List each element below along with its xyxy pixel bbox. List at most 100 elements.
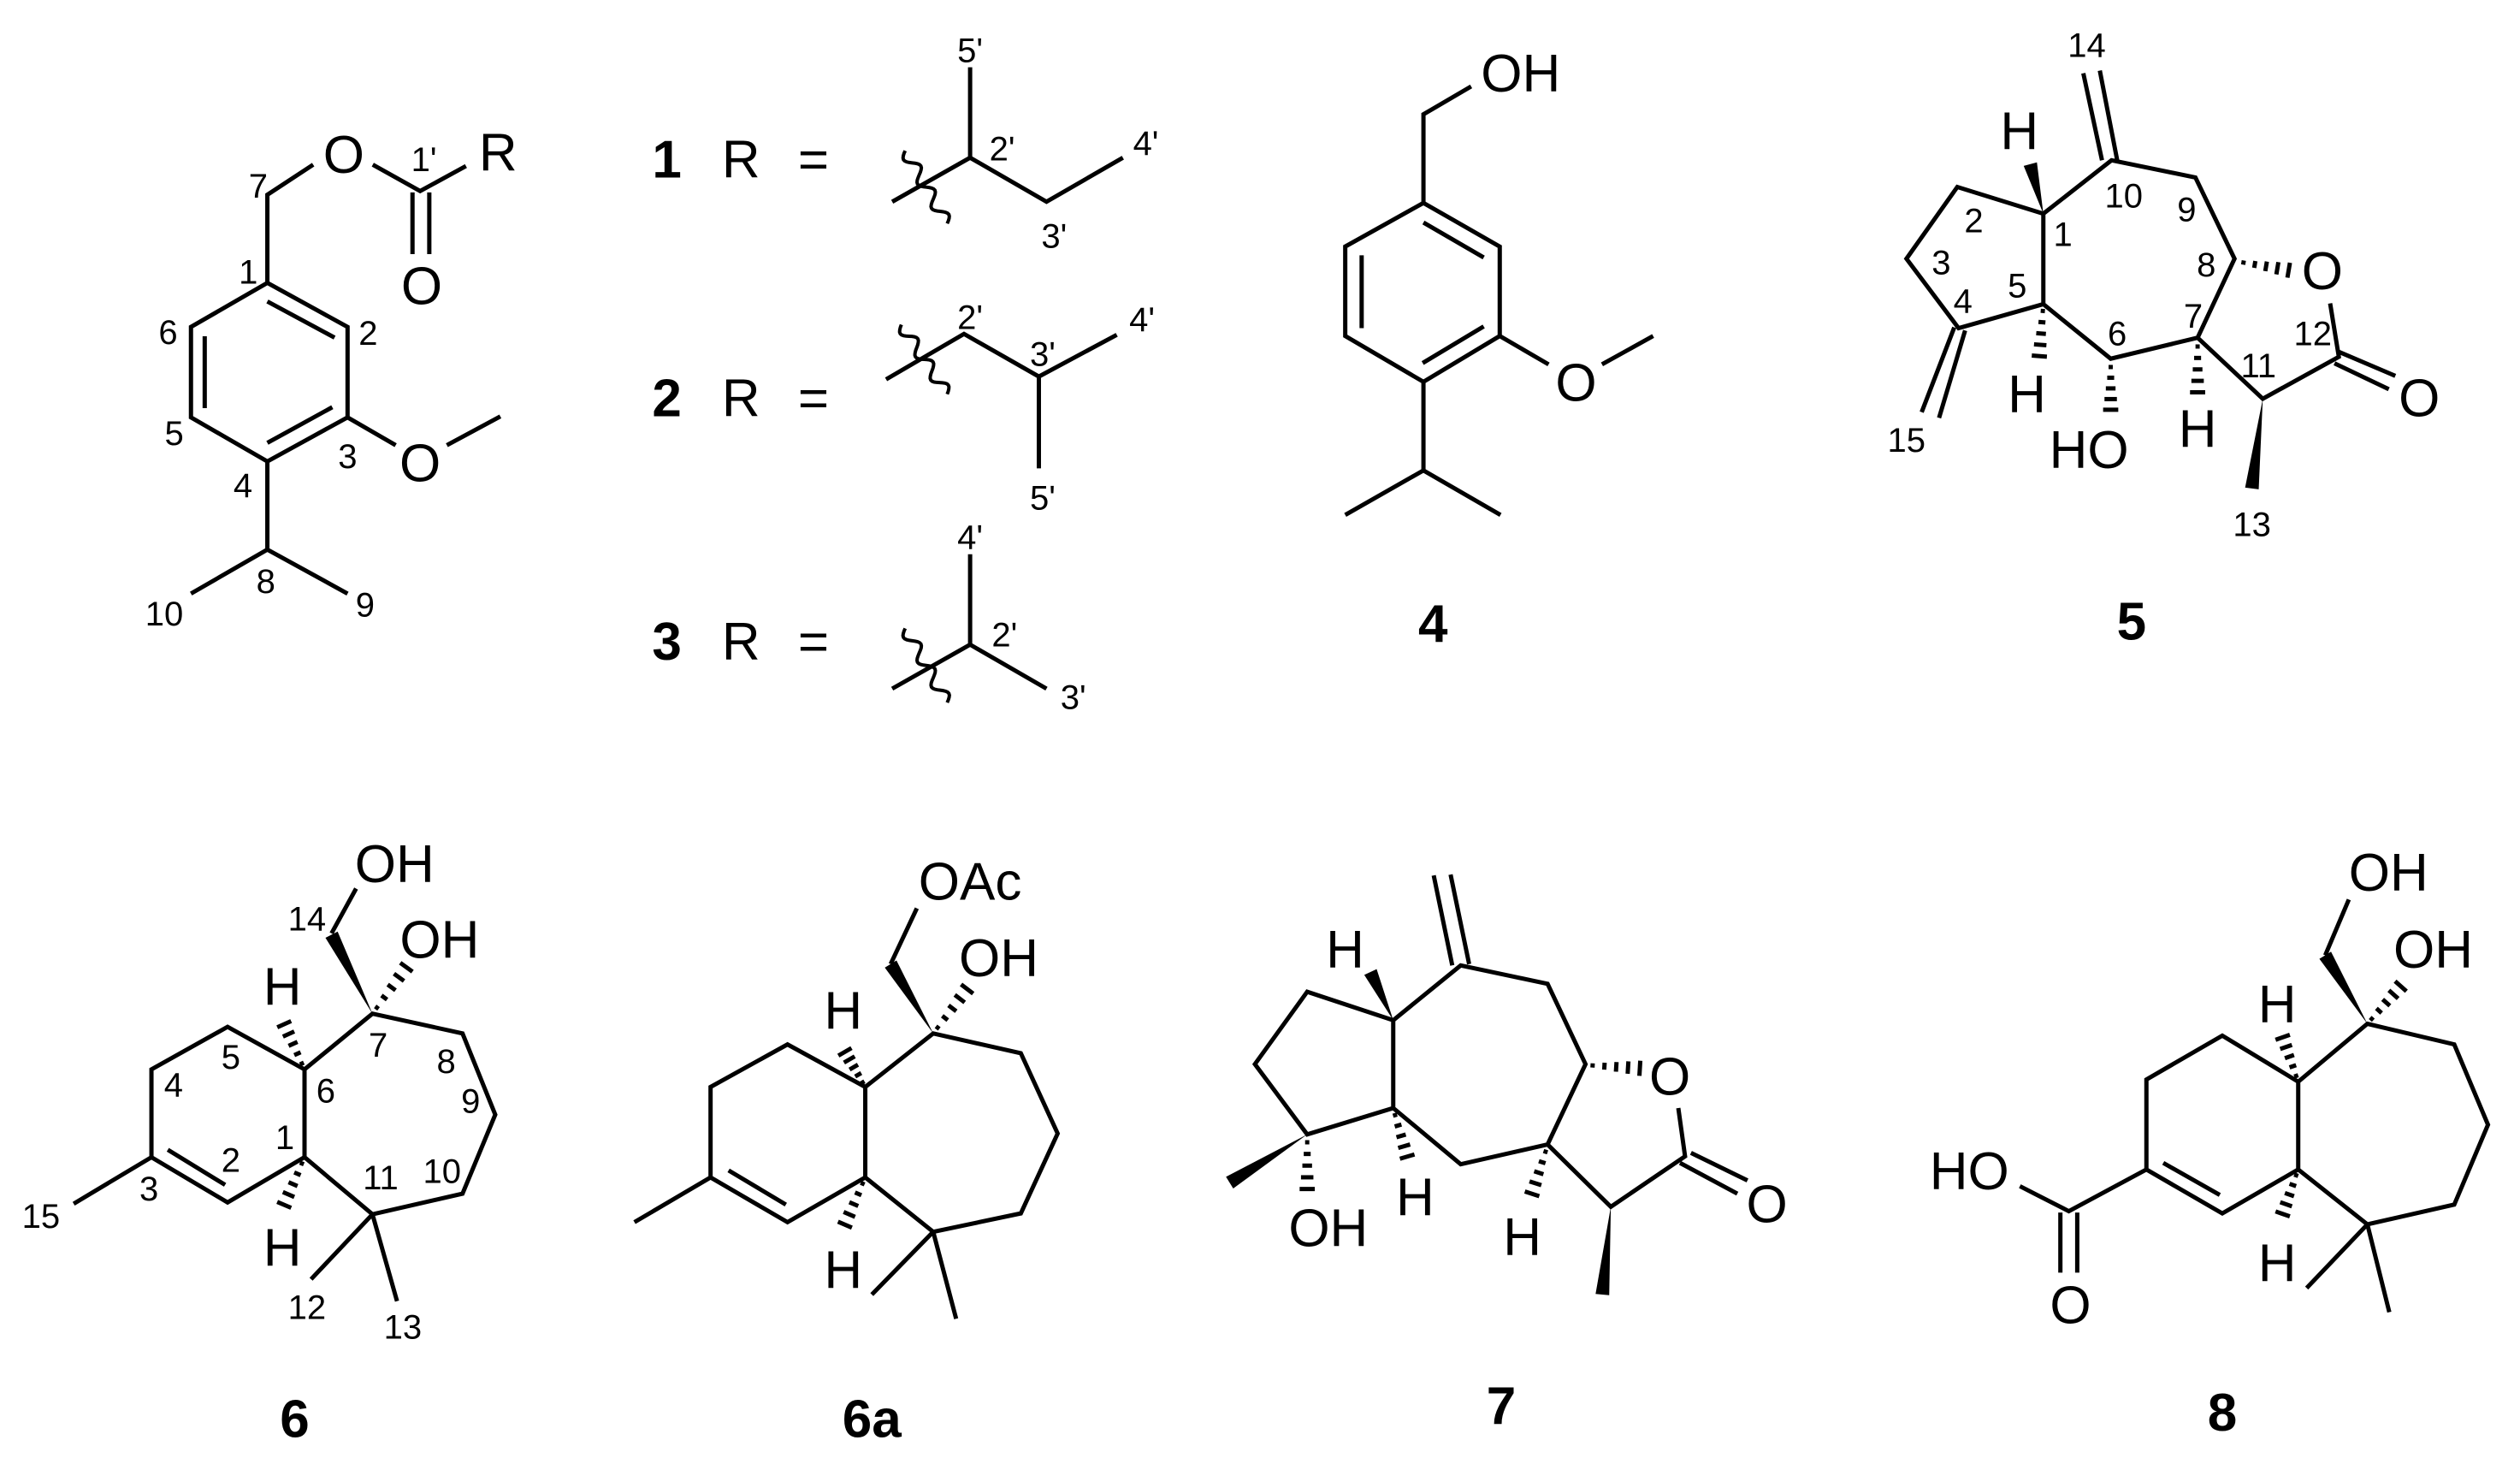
hash-segment: [2376, 1009, 2381, 1013]
hash-segment: [2034, 344, 2046, 345]
wavy-attachment-bond: [900, 324, 949, 394]
hash-segment: [294, 1052, 300, 1055]
atom-number: 5': [957, 33, 983, 70]
hashed-bond: [2032, 311, 2047, 357]
atom-number: 8: [2197, 246, 2215, 284]
atom-number: 9: [461, 1082, 480, 1120]
wedge-bond: [2319, 951, 2368, 1024]
hashed-bond: [2370, 981, 2406, 1021]
atom-number: 11: [363, 1159, 399, 1197]
hash-segment: [2254, 261, 2255, 268]
compound-label-3: 3: [652, 613, 681, 672]
atom-number: 4: [1954, 282, 1973, 320]
hash-segment: [2389, 990, 2399, 999]
hash-segment: [1395, 1124, 1402, 1126]
hashed-bond: [2275, 1034, 2298, 1076]
atom-number: 5: [222, 1039, 240, 1076]
hashed-bond: [2243, 260, 2290, 277]
atom-number: 4: [164, 1066, 183, 1104]
hash-segment: [2290, 1065, 2297, 1068]
compound-4: OH O 4: [1346, 44, 1653, 654]
atom-number: 1: [239, 254, 257, 292]
r2-skeleton: [886, 334, 1117, 468]
atom-number: 3: [338, 438, 357, 476]
equals-sign: =: [798, 613, 829, 672]
hash-segment: [2285, 1055, 2294, 1058]
atom-number: 7: [369, 1027, 387, 1064]
wedge-bond: [1364, 969, 1393, 1021]
hash-segment: [961, 985, 973, 994]
r-symbol: R: [722, 130, 760, 189]
compound-6-skeleton: [74, 889, 495, 1301]
atom-number: 4': [957, 519, 983, 557]
atom-number: 3: [1931, 245, 1950, 282]
r-symbol: R: [722, 370, 760, 429]
hashed-bond: [1393, 1115, 1415, 1159]
hash-segment: [943, 1016, 948, 1020]
hydroxyl-label: HO: [2050, 421, 2129, 480]
atom-number: 13: [2233, 506, 2271, 543]
hash-segment: [949, 1005, 956, 1011]
hydrogen-label: H: [824, 1241, 862, 1300]
hash-segment: [2280, 1202, 2292, 1206]
hydrogen-label: H: [2258, 1235, 2297, 1294]
hydrogen-label: H: [1326, 921, 1364, 980]
hydrogen-label: H: [824, 982, 862, 1041]
atom-number: 5: [164, 415, 183, 453]
wavy-attachment-bond: [903, 628, 949, 702]
hash-segment: [2395, 981, 2406, 992]
hash-segment: [1535, 1171, 1544, 1174]
hash-segment: [855, 1193, 861, 1195]
hash-segment: [838, 1048, 851, 1056]
hash-segment: [936, 1027, 939, 1029]
atom-number: 6: [158, 314, 177, 352]
template-skeleton: [191, 164, 500, 593]
hash-segment: [1529, 1182, 1541, 1185]
hash-segment: [2276, 262, 2278, 274]
hydrogen-label: H: [2179, 400, 2217, 459]
hash-segment: [2290, 1184, 2297, 1187]
atom-number: 2: [358, 315, 377, 353]
compound-label-8: 8: [2208, 1384, 2237, 1443]
hydrogen-label: H: [263, 957, 302, 1016]
compounds-6-and-6a: OH OH H H 14 7 8 9 10 11 6 5 4 1 2 3 15 …: [22, 835, 1058, 1449]
atom-number: 4': [1133, 125, 1159, 163]
compound-5: H H HO H O O 14 10 9 8 7 6 5 4 3 2 1 11 …: [1887, 27, 2440, 652]
atom-number: 3': [1030, 336, 1056, 374]
hashed-bond: [376, 963, 413, 1009]
hash-segment: [300, 1163, 305, 1165]
hash-segment: [277, 1021, 291, 1027]
compound-label-4: 4: [1418, 595, 1448, 654]
hash-segment: [861, 1082, 864, 1083]
compound-label-7: 7: [1487, 1377, 1516, 1436]
hash-segment: [1397, 1135, 1406, 1137]
atom-number: 9: [356, 586, 375, 624]
r1-skeleton: [892, 68, 1123, 202]
atom-number: 1: [2053, 216, 2072, 253]
atom-number: 3: [139, 1171, 158, 1208]
atom-number: 15: [22, 1198, 61, 1236]
hydrogen-label: H: [1503, 1208, 1541, 1267]
hash-segment: [1525, 1192, 1540, 1196]
hash-segment: [844, 1057, 855, 1063]
hash-segment: [2287, 263, 2290, 277]
compound-label-6: 6: [280, 1390, 309, 1449]
atom-number: 12: [2293, 315, 2332, 353]
hashed-bond: [277, 1163, 304, 1208]
hydrogen-label: H: [2258, 975, 2297, 1034]
carbonyl-oxygen-label: O: [2399, 370, 2440, 429]
equals-sign: =: [798, 370, 829, 429]
hash-segment: [1399, 1145, 1411, 1148]
hash-segment: [838, 1222, 852, 1228]
hash-segment: [283, 1192, 294, 1197]
hash-segment: [2243, 260, 2244, 264]
hash-segment: [288, 1182, 297, 1186]
hash-segment: [1400, 1154, 1415, 1159]
atom-number: 14: [288, 900, 327, 938]
hash-segment: [2265, 262, 2267, 271]
atom-number: 2: [222, 1142, 240, 1180]
compound-label-5: 5: [2117, 592, 2146, 651]
hash-segment: [855, 1073, 861, 1076]
hash-segment: [382, 995, 387, 999]
